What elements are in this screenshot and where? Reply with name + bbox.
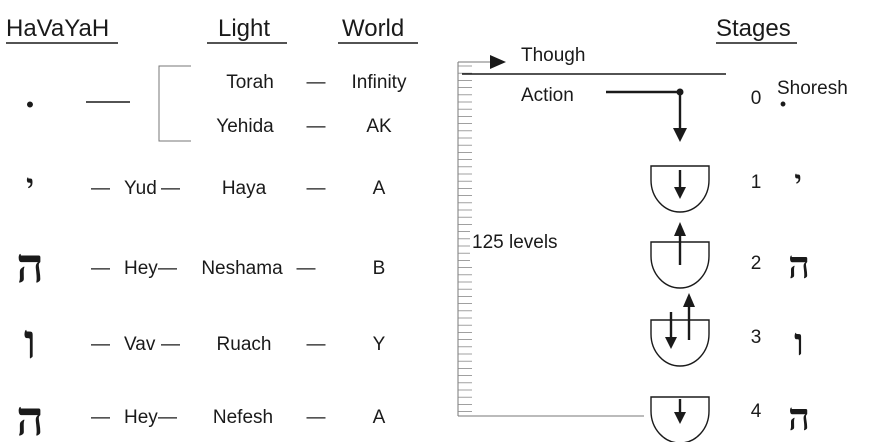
light-nefesh: Nefesh [213, 407, 273, 428]
world-infinity: Infinity [352, 72, 407, 93]
label-thought: Though [521, 45, 585, 66]
light-torah: Torah [226, 72, 274, 93]
root-dot: • [26, 92, 34, 117]
world-b: B [373, 258, 386, 279]
stage-3-vav: ו [794, 319, 804, 364]
stage-0-dot: • [780, 94, 786, 114]
dash-torah: — [307, 72, 326, 93]
ladder-ticks [458, 65, 472, 413]
header-havayah: HaVaYaH [6, 15, 109, 42]
light-neshama: Neshama [201, 258, 283, 279]
world-ak: AK [366, 116, 392, 137]
stage-2-number: 2 [751, 253, 762, 274]
stage-0-number: 0 [751, 88, 762, 109]
dash-hey1-2: — [158, 258, 177, 279]
stage-2-hey: ה [788, 242, 810, 287]
header-world: World [342, 15, 404, 42]
name-yud: Yud [124, 178, 157, 199]
stage-4-number: 4 [751, 401, 762, 422]
thought-arrow-icon [490, 55, 506, 69]
vessel-1 [650, 165, 710, 213]
dash-vav-1: — [91, 334, 110, 355]
dash-yud-1: — [91, 178, 110, 199]
stage-1-yud: י [794, 164, 801, 197]
header-stages: Stages [716, 15, 791, 42]
dash-hey2-1: — [91, 407, 110, 428]
stage-1-number: 1 [751, 172, 762, 193]
name-hey-1: Hey [124, 258, 158, 279]
dash-haya: — [307, 178, 326, 199]
world-a-bottom: A [373, 407, 386, 428]
light-ruach: Ruach [217, 334, 272, 355]
dash-nefesh: — [307, 407, 326, 428]
dash-neshama: — [297, 258, 316, 279]
world-y: Y [373, 334, 386, 355]
letter-vav: ו [24, 314, 36, 370]
vessel-2 [650, 222, 710, 289]
world-a-top: A [373, 178, 386, 199]
name-hey-2: Hey [124, 407, 158, 428]
dash-ruach: — [307, 334, 326, 355]
vessel-4 [650, 396, 710, 442]
dash-yehida: — [307, 116, 326, 137]
levels-ladder [457, 62, 472, 416]
action-down-arrow-icon [673, 128, 687, 142]
stage-0-label: Shoresh [777, 78, 848, 99]
label-125-levels: 125 levels [472, 232, 558, 253]
vessel-3 [650, 293, 710, 367]
stage-4-hey: ה [788, 394, 810, 439]
label-action: Action [521, 85, 574, 106]
dash-yud-2: — [161, 178, 180, 199]
letter-hey-2: ה [16, 391, 44, 442]
light-yehida: Yehida [216, 116, 274, 137]
dash-hey2-2: — [158, 407, 177, 428]
header-light: Light [218, 15, 270, 42]
dash-hey1-1: — [91, 258, 110, 279]
light-haya: Haya [222, 178, 267, 199]
name-vav: Vav [124, 334, 156, 355]
letter-hey-1: ה [16, 238, 44, 294]
letter-yud: י [26, 168, 34, 203]
torah-yehida-bracket [158, 65, 191, 142]
levels-label-bg [470, 225, 588, 261]
dash-vav-2: — [161, 334, 180, 355]
stage-3-number: 3 [751, 327, 762, 348]
